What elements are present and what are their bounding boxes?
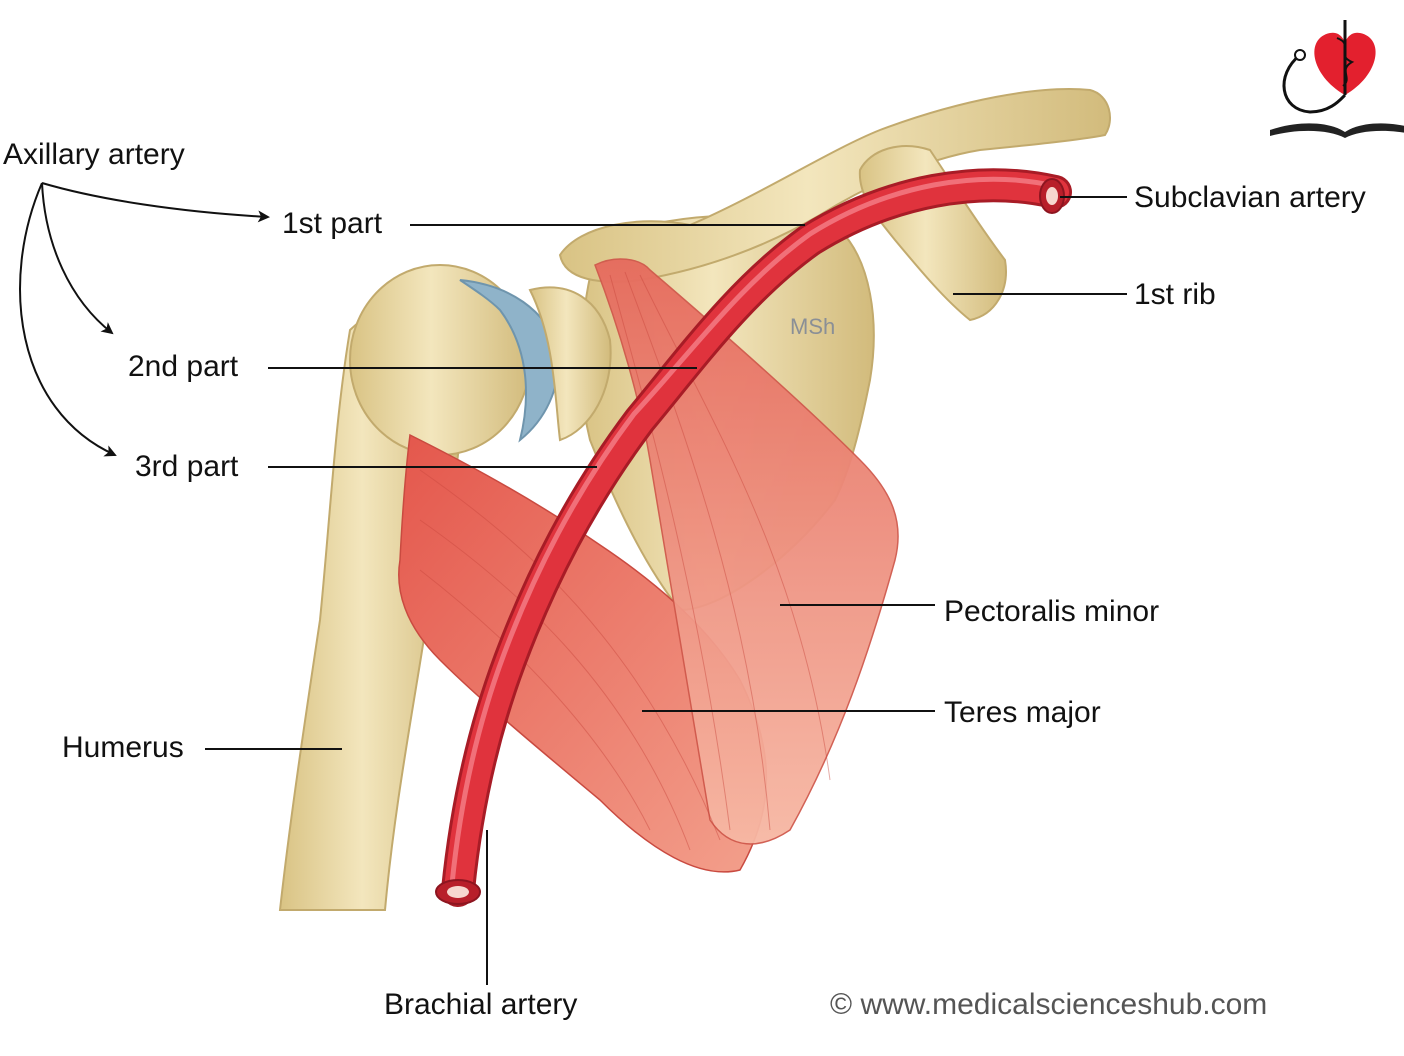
label-first-part: 1st part — [282, 207, 383, 240]
brachial-lumen — [447, 886, 469, 898]
artery-highlight — [449, 176, 1058, 887]
copyright: © www.medicalscienceshub.com — [830, 988, 1268, 1021]
arrow-to-third-part — [19, 182, 117, 457]
label-brachial-artery: Brachial artery — [384, 988, 578, 1021]
muscle-fibres — [419, 271, 831, 851]
label-pectoralis-minor: Pectoralis minor — [944, 595, 1160, 628]
label-second-part: 2nd part — [128, 350, 239, 383]
arrow-to-second-part — [41, 182, 114, 335]
axillary-arrows — [19, 182, 270, 457]
logo-icon — [1270, 20, 1404, 138]
subclavian-lumen — [1046, 187, 1058, 205]
label-teres-major: Teres major — [944, 696, 1101, 729]
joint-cartilage — [459, 279, 562, 443]
label-humerus: Humerus — [62, 731, 184, 764]
label-third-part: 3rd part — [135, 450, 239, 483]
clavicle — [558, 88, 1111, 283]
glenoid — [528, 286, 612, 442]
teres-major-muscle — [398, 433, 768, 873]
artery — [444, 171, 1069, 904]
label-first-rib: 1st rib — [1134, 278, 1216, 311]
label-subclavian-artery: Subclavian artery — [1134, 181, 1366, 214]
watermark: MSh — [790, 314, 836, 339]
arrow-to-first-part — [41, 182, 270, 223]
logo-book-icon — [1270, 123, 1404, 138]
logo-stethoscope-icon — [1282, 53, 1347, 114]
leader-lines — [205, 196, 1127, 985]
label-axillary-artery: Axillary artery — [3, 138, 185, 171]
